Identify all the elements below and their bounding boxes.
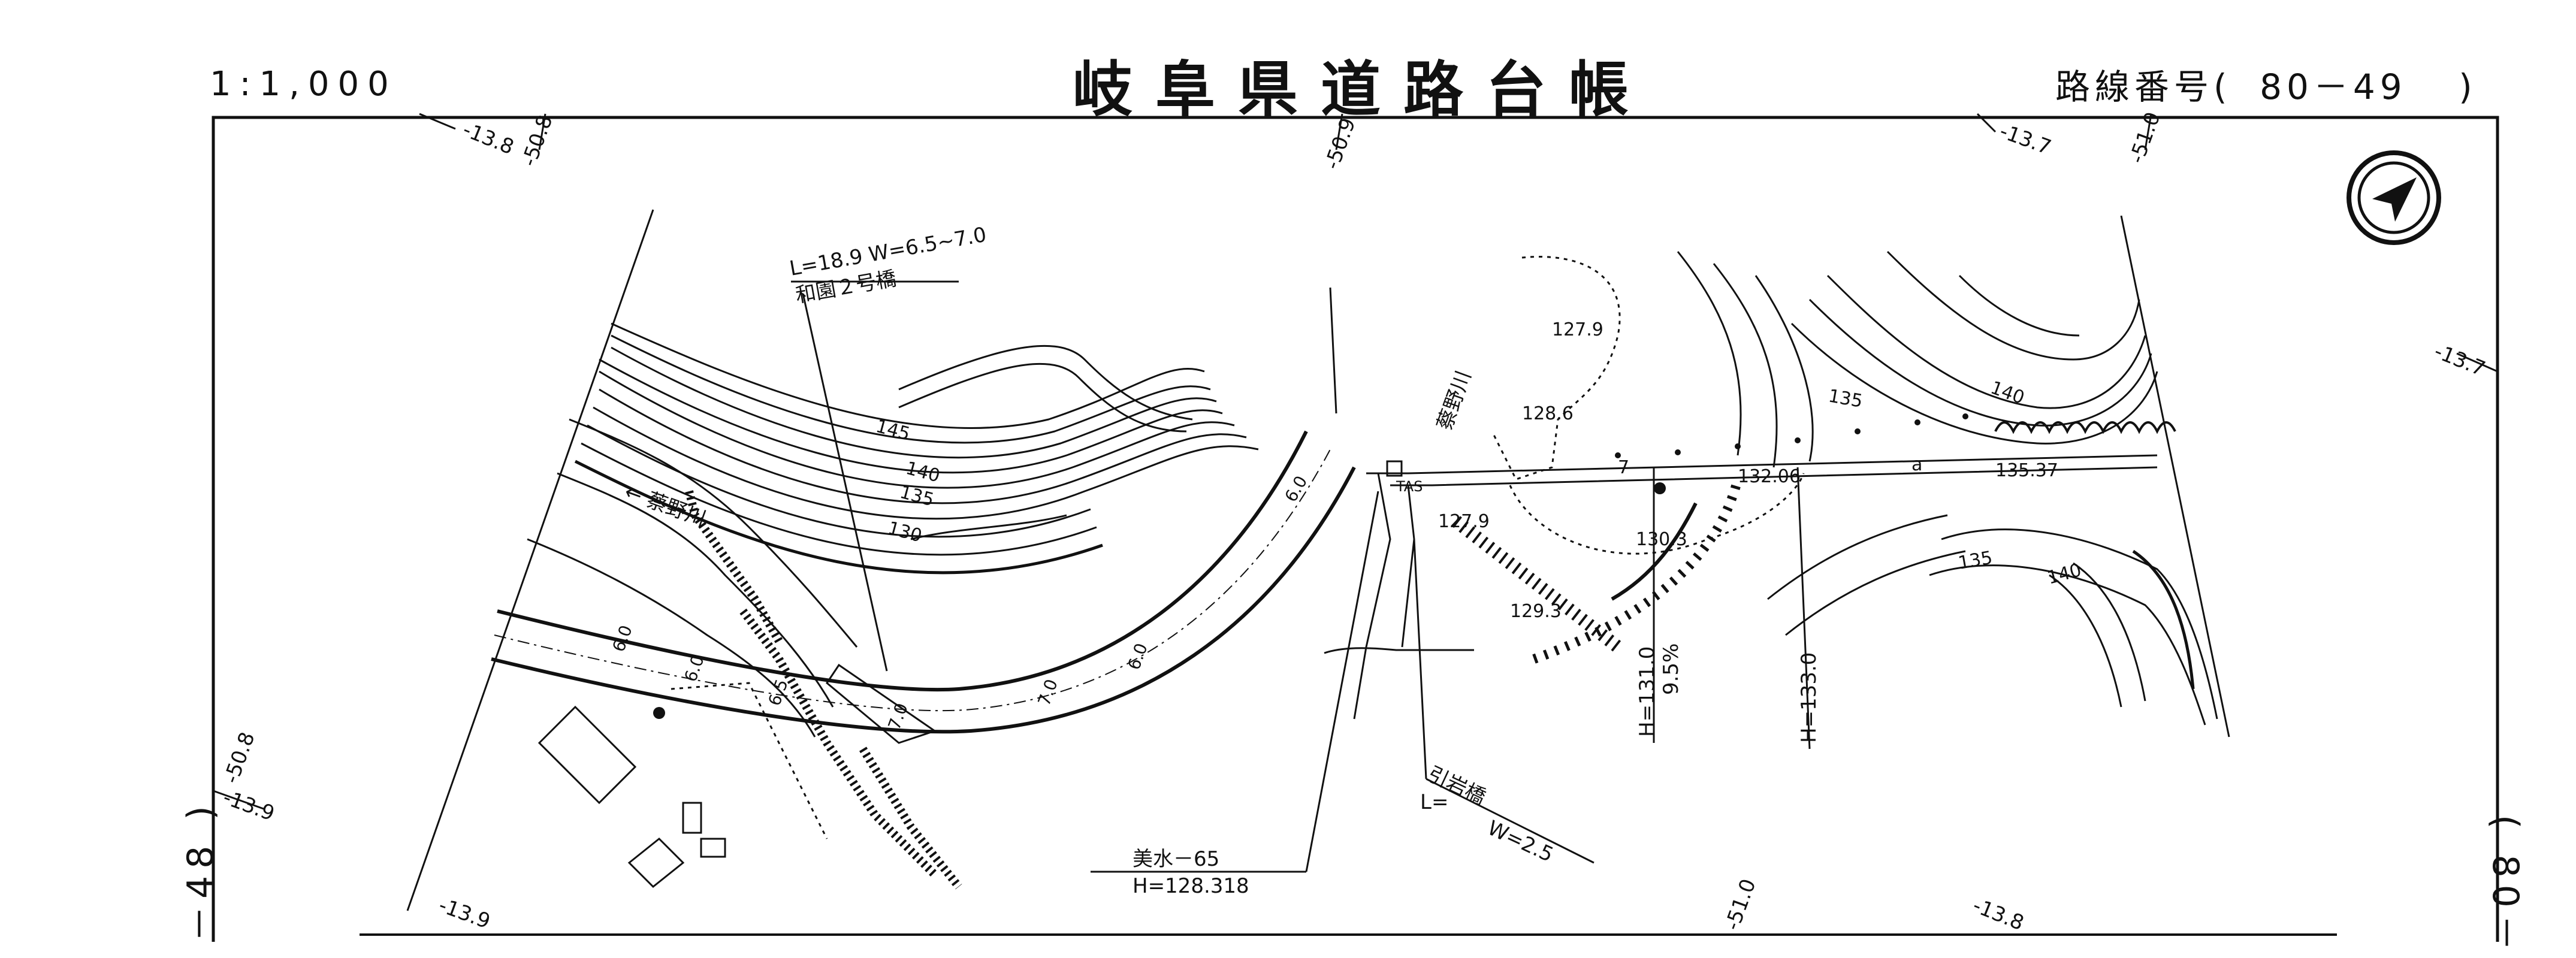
route-close: ) — [2459, 67, 2477, 107]
contour-label: 130 — [886, 518, 924, 547]
elevation: 128.6 — [1522, 403, 1574, 424]
embankment — [1452, 516, 1622, 652]
leader-lines — [791, 280, 1811, 873]
spot-height: H=131.0 — [1635, 646, 1659, 737]
contour-label: 140 — [904, 458, 942, 487]
page-title: 岐阜県道路台帳 — [1073, 55, 1651, 125]
grid-label: -50.9 — [1320, 115, 1361, 173]
road-width: 6.0 — [1124, 640, 1152, 672]
road-width: 6.0 — [609, 622, 636, 654]
grid-label: -50.8 — [219, 729, 260, 787]
point-label: 7 — [1618, 457, 1629, 478]
gradient: 9.5% — [1659, 643, 1683, 695]
route-number: 路線番号( 80－49 ) — [2055, 59, 2477, 109]
grid-label: -13.8 — [460, 117, 518, 159]
bench-mark-icon — [1386, 460, 1403, 477]
elevation: 130.3 — [1636, 529, 1687, 550]
buildings — [537, 682, 828, 889]
map-scale: 1:1,000 — [210, 65, 397, 104]
contour-label: 140 — [1988, 377, 2027, 409]
contour-label: 140 — [2045, 560, 2083, 589]
elevation: 127.9 — [1552, 319, 1603, 340]
embankment — [1532, 478, 1743, 664]
point-label: a — [1911, 454, 1922, 475]
contour-label: 145 — [874, 416, 912, 445]
benchmark-name: 美水－65 — [1133, 847, 1219, 871]
road-width: 7.0 — [1034, 676, 1062, 708]
route-label: 路線番号( — [2055, 67, 2232, 107]
bridge2-length: L= — [1420, 790, 1448, 814]
abutment-label: TAS — [1396, 478, 1423, 495]
grid-label: -13.9 — [436, 893, 493, 934]
field-boundary — [1491, 256, 1621, 480]
river-label-2: 蔡野川 — [1433, 368, 1476, 434]
contour-label: 135 — [1827, 385, 1864, 412]
contour-label: 135 — [898, 482, 936, 511]
main-road — [491, 430, 2158, 744]
guardrail — [1994, 421, 2176, 434]
grid-label: -13.8 — [1970, 893, 2028, 935]
field-boundary — [1509, 473, 1805, 555]
road-width: 7.0 — [884, 700, 912, 732]
elevation: 129.3 — [1510, 601, 1562, 622]
grid-label: -50.8 — [517, 112, 558, 170]
river-label: ← 蔡野川 — [621, 480, 709, 531]
survey-points — [653, 413, 1968, 719]
grid-label: -13.9 — [220, 785, 277, 826]
road-width: 6.0 — [1281, 472, 1311, 505]
grid-label: -13.7 — [2431, 339, 2489, 381]
elevation: 132.06 — [1738, 466, 1801, 487]
river-bank — [527, 418, 962, 890]
north-arrow-icon — [2347, 150, 2441, 245]
contours-right — [1611, 250, 2218, 726]
spot-height: H=133.0 — [1797, 652, 1821, 743]
route-number-value: 80－49 — [2260, 67, 2407, 107]
map-frame — [212, 116, 2499, 942]
benchmark-height: H=128.318 — [1133, 874, 1249, 898]
contours-upper-left — [574, 322, 1259, 575]
elevation: 135.37 — [1995, 460, 2058, 481]
grid-label: -51.0 — [1720, 876, 1761, 933]
elevation: 127.9 — [1438, 511, 1490, 532]
grid-label: -13.7 — [1997, 119, 2054, 160]
bridge2-width: W=2.5 — [1484, 816, 1557, 867]
